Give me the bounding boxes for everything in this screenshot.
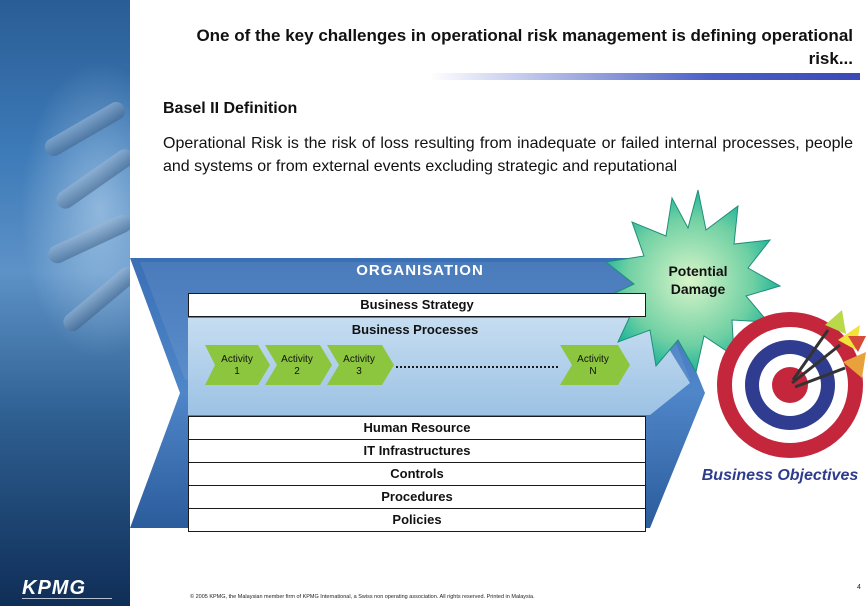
activity-chevron-1	[205, 345, 270, 385]
activity-chevron-n	[560, 345, 630, 385]
business-strategy-box: Business Strategy	[188, 293, 646, 317]
left-decorative-panel: KPMG	[0, 0, 130, 606]
activity-3-label: Activity 3	[329, 354, 389, 378]
activity-n-number: N	[589, 366, 597, 377]
business-objectives-label: Business Objectives	[701, 467, 859, 484]
activity-1-number: 1	[234, 366, 240, 377]
activity-1-name: Activity	[221, 354, 253, 365]
business-processes-band	[188, 318, 690, 415]
controls-box: Controls	[188, 462, 646, 486]
activity-n-name: Activity	[577, 354, 609, 365]
activity-3-name: Activity	[343, 354, 375, 365]
activity-n-label: Activity N	[563, 354, 623, 378]
page-number: 4	[857, 584, 861, 591]
activity-3-number: 3	[356, 366, 362, 377]
logo-underline	[22, 598, 112, 599]
business-processes-label: Business Processes	[351, 322, 479, 337]
policies-box: Policies	[188, 508, 646, 532]
activity-chevron-2	[265, 345, 332, 385]
activity-chevron-3	[327, 345, 394, 385]
definition-body: Operational Risk is the risk of loss res…	[163, 135, 853, 175]
potential-damage-starburst	[598, 189, 782, 374]
darts-icon	[791, 310, 866, 389]
definition-heading: Basel II Definition	[163, 100, 298, 117]
activity-2-label: Activity 2	[267, 354, 327, 378]
activity-2-number: 2	[294, 366, 300, 377]
potential-damage-label: Potential Damage	[668, 263, 728, 297]
human-resource-box: Human Resource	[188, 416, 646, 440]
copyright-footer: © 2005 KPMG, the Malaysian member firm o…	[190, 594, 535, 600]
kpmg-logo: KPMG	[22, 577, 86, 599]
title-accent-bar	[430, 73, 860, 80]
procedures-box: Procedures	[188, 485, 646, 509]
activity-2-name: Activity	[281, 354, 313, 365]
it-infrastructures-box: IT Infrastructures	[188, 439, 646, 463]
activity-1-label: Activity 1	[207, 354, 267, 378]
slide-title: One of the key challenges in operational…	[196, 26, 853, 68]
organisation-label: ORGANISATION	[356, 262, 484, 279]
